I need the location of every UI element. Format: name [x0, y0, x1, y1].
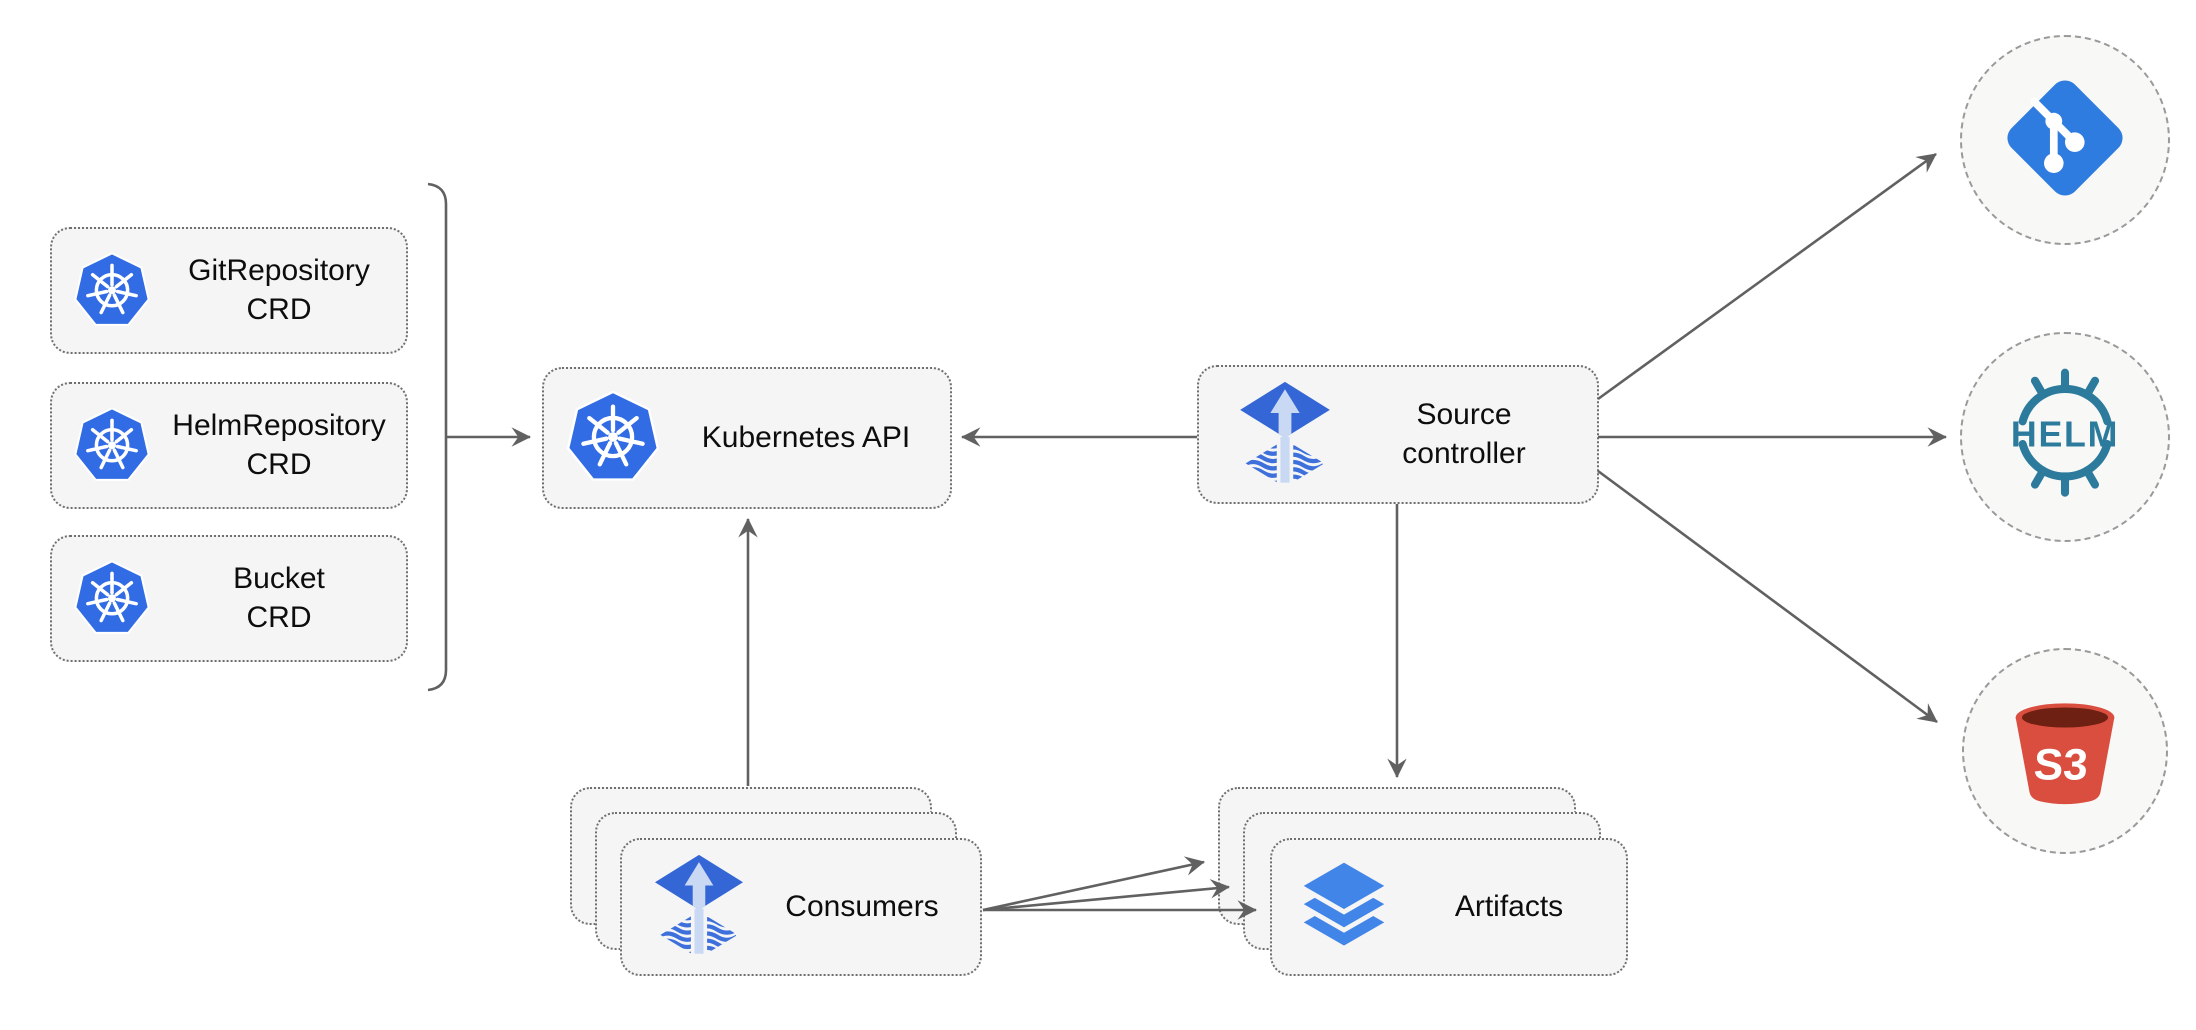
node-label: Bucket CRD	[152, 560, 406, 637]
edge-consumers-to-artifacts-back	[982, 856, 1205, 912]
git-icon	[1995, 68, 2135, 213]
kubernetes-icon	[72, 406, 152, 486]
node-label: GitRepository CRD	[152, 252, 406, 329]
edge-consumers-to-artifacts-middle	[982, 879, 1230, 912]
node-label-line2: CRD	[246, 600, 312, 634]
node-helmrepository-crd: HelmRepository CRD	[50, 382, 408, 509]
node-label: Source controller	[1331, 396, 1597, 473]
kubernetes-icon	[564, 389, 662, 487]
node-label-line2: CRD	[246, 447, 312, 481]
node-consumers: Consumers	[620, 838, 982, 976]
node-bucket-crd: Bucket CRD	[50, 535, 408, 662]
node-label-line2: controller	[1402, 436, 1526, 470]
node-label-line1: Bucket	[233, 562, 325, 596]
node-artifacts: Artifacts	[1270, 838, 1628, 976]
node-label-line1: GitRepository	[188, 254, 370, 288]
node-s3-source: S3	[1962, 648, 2168, 854]
helm-logo-text: HELM	[2011, 414, 2119, 454]
node-helm-source: HELM	[1960, 332, 2170, 542]
kubernetes-icon	[72, 559, 152, 639]
node-label-line2: CRD	[246, 292, 312, 326]
helm-icon: HELM	[1990, 360, 2140, 515]
node-label-line1: HelmRepository	[172, 409, 386, 443]
flux-icon	[1239, 381, 1331, 489]
s3-bucket-icon: S3	[2002, 686, 2128, 817]
node-gitrepository-crd: GitRepository CRD	[50, 227, 408, 354]
node-git-source	[1960, 35, 2170, 245]
kubernetes-icon	[72, 251, 152, 331]
s3-logo-text: S3	[2033, 740, 2090, 789]
node-kubernetes-api: Kubernetes API	[542, 367, 952, 509]
node-source-controller: Source controller	[1197, 365, 1599, 504]
edge-source-to-s3	[1597, 469, 1938, 724]
node-label: Artifacts	[1454, 889, 1564, 923]
node-label-line1: Source	[1416, 398, 1512, 432]
flux-icon	[654, 854, 744, 960]
node-label: Consumers	[785, 889, 939, 923]
node-label: Kubernetes API	[701, 420, 911, 454]
crd-group-bracket	[427, 182, 448, 692]
edge-source-to-git	[1597, 152, 1937, 401]
node-label: HelmRepository CRD	[152, 407, 406, 484]
layers-icon	[1296, 859, 1392, 955]
